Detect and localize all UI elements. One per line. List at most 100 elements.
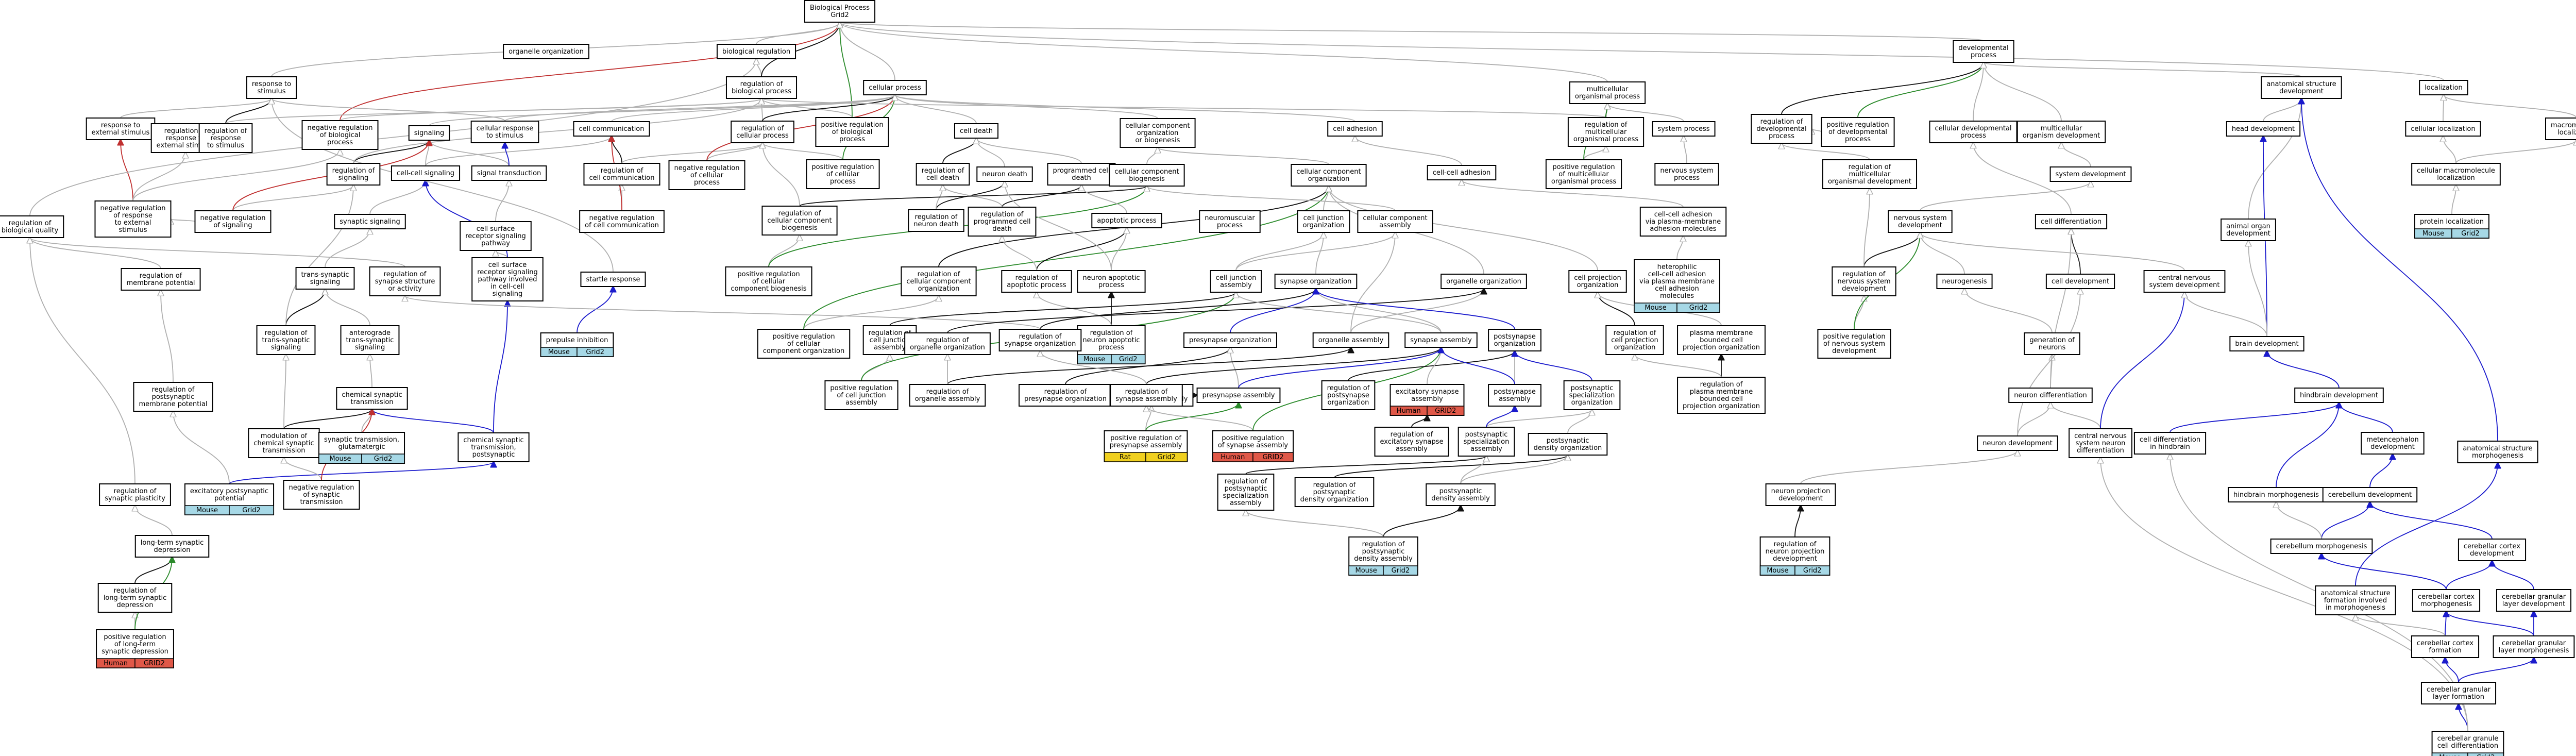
node-label-line: regulation of xyxy=(926,337,969,344)
node-label-line: organization xyxy=(1494,340,1536,348)
relation-edge xyxy=(2451,185,2456,215)
relation-edge xyxy=(895,95,1158,119)
node-label-line: localization xyxy=(2425,84,2463,92)
node-label-line: of response xyxy=(113,212,152,220)
node-box xyxy=(1427,165,1497,180)
node-label-line: cell adhesion xyxy=(1655,285,1699,293)
node-label-line: cell surface xyxy=(488,261,527,269)
node-box xyxy=(1677,325,1766,355)
node-label-line: cell differentiation xyxy=(2140,436,2200,444)
node-label-line: cellular component xyxy=(1114,168,1179,176)
node-box xyxy=(2016,121,2106,143)
node-box xyxy=(1440,274,1527,289)
node-label-line: development xyxy=(1842,285,1886,293)
node-label-line: cell projection xyxy=(1574,274,1621,282)
node-label-line: stimulus xyxy=(257,88,285,95)
node-label-line: cell communication xyxy=(579,125,644,133)
relation-edge xyxy=(1782,143,1870,160)
node-box xyxy=(1109,164,1185,187)
node-label-line: trans-synaptic xyxy=(262,337,310,344)
node-label-line: biogenesis xyxy=(1129,175,1165,183)
node-label-line: localization xyxy=(2437,174,2475,182)
node-label-line: synaptic signaling xyxy=(340,218,400,226)
node-label-line: stimulus xyxy=(118,226,147,234)
node-box xyxy=(256,325,316,355)
relation-edge xyxy=(2276,402,2339,488)
node-label-line: regulation of xyxy=(1019,333,1062,341)
go-term-node: chemical synaptictransmission,postsynapt… xyxy=(457,432,530,462)
relation-edge xyxy=(2050,402,2101,429)
relation-edge xyxy=(1236,292,1442,333)
node-label-line: receptor signaling xyxy=(465,232,526,240)
node-label-line: assembly xyxy=(1230,499,1262,507)
relation-edge xyxy=(1235,232,1324,271)
node-label-line: assembly xyxy=(1220,281,1252,289)
node-box xyxy=(2411,635,2480,658)
species-tag xyxy=(1383,565,1418,576)
node-label-line: cellular process xyxy=(736,132,789,140)
node-box xyxy=(1321,380,1376,410)
relation-edge xyxy=(840,22,1984,41)
relation-edge xyxy=(1145,406,1151,431)
relation-edge xyxy=(1350,289,1484,333)
relation-edge xyxy=(803,186,1329,330)
relation-edge xyxy=(1316,289,1442,333)
relation-edge xyxy=(1158,147,1329,165)
node-box xyxy=(1091,213,1162,228)
node-label-line: neuron death xyxy=(982,171,1027,178)
node-label-line: transmission xyxy=(262,447,305,455)
relation-edge xyxy=(504,95,895,122)
node-label-line: regulation of xyxy=(1849,163,1891,171)
node-box xyxy=(2420,682,2497,704)
go-term-node: neurogenesis xyxy=(1936,274,1993,289)
node-box xyxy=(2411,163,2501,186)
node-label-line: positive regulation xyxy=(821,121,883,129)
node-label-line: of cellular xyxy=(826,171,860,178)
node-box xyxy=(470,121,539,143)
go-term-node: synapse assembly xyxy=(1404,332,1478,348)
node-label-line: projection organization xyxy=(1683,344,1760,351)
node-label-line: transmission xyxy=(350,398,393,406)
node-box xyxy=(1765,483,1836,506)
node-label-line: postsynaptic xyxy=(1439,488,1482,495)
node-box xyxy=(2361,432,2425,455)
go-term-node: biological regulation xyxy=(716,44,796,59)
relation-edge xyxy=(1794,506,1801,537)
relation-edge xyxy=(1863,189,1870,267)
node-label-line: generation of xyxy=(2029,337,2075,344)
node-box xyxy=(283,480,360,510)
relation-edge xyxy=(611,95,895,122)
species-tag xyxy=(1252,452,1294,462)
relation-edge xyxy=(1002,236,1037,271)
node-label-line: neurogenesis xyxy=(1942,278,1987,285)
relation-edge xyxy=(1348,351,1515,381)
relation-edge xyxy=(229,462,494,484)
relation-edge xyxy=(768,235,800,267)
node-label-line: neurons xyxy=(2039,344,2066,351)
node-label-line: signaling xyxy=(493,290,523,298)
relation-edge xyxy=(496,250,508,258)
relation-edge xyxy=(1411,415,1427,428)
node-box xyxy=(1274,274,1358,289)
node-label-line: positive regulation xyxy=(1826,121,1889,129)
